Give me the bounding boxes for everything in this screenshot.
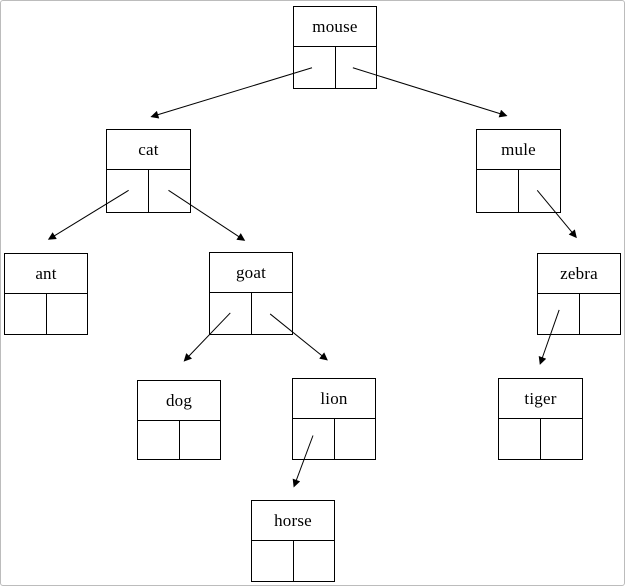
right-pointer-cell [541,419,582,459]
right-pointer-cell [294,541,335,581]
node-label: tiger [499,379,582,419]
tree-node-zebra: zebra [537,253,621,335]
pointer-cells [293,419,375,459]
right-pointer-cell [335,419,376,459]
right-pointer-cell [519,170,560,212]
left-pointer-cell [210,293,252,334]
node-label: goat [210,253,292,293]
right-pointer-cell [47,294,88,334]
tree-node-lion: lion [292,378,376,460]
right-pointer-cell [180,421,221,459]
left-pointer-cell [293,419,335,459]
pointer-cells [499,419,582,459]
left-pointer-cell [538,294,580,334]
left-pointer-cell [477,170,519,212]
pointer-cells [294,47,376,88]
pointer-cells [477,170,560,212]
left-pointer-cell [107,170,149,212]
right-pointer-cell [580,294,621,334]
tree-node-cat: cat [106,129,191,213]
tree-node-goat: goat [209,252,293,335]
node-label: zebra [538,254,620,294]
tree-node-mule: mule [476,129,561,213]
pointer-cells [210,293,292,334]
tree-node-mouse: mouse [293,6,377,89]
node-label: mouse [294,7,376,47]
node-label: horse [252,501,334,541]
edge-mouse-left-to-cat [150,67,313,119]
node-label: lion [293,379,375,419]
left-pointer-cell [5,294,47,334]
node-label: dog [138,381,220,421]
left-pointer-cell [252,541,294,581]
right-pointer-cell [149,170,190,212]
right-pointer-cell [252,293,293,334]
left-pointer-cell [138,421,180,459]
tree-node-horse: horse [251,500,335,582]
tree-node-ant: ant [4,253,88,335]
pointer-cells [252,541,334,581]
pointer-cells [138,421,220,459]
left-pointer-cell [499,419,541,459]
right-pointer-cell [336,47,377,88]
node-label: ant [5,254,87,294]
pointer-cells [538,294,620,334]
left-pointer-cell [294,47,336,88]
node-label: cat [107,130,190,170]
pointer-cells [107,170,190,212]
tree-node-tiger: tiger [498,378,583,460]
tree-node-dog: dog [137,380,221,460]
node-label: mule [477,130,560,170]
pointer-cells [5,294,87,334]
